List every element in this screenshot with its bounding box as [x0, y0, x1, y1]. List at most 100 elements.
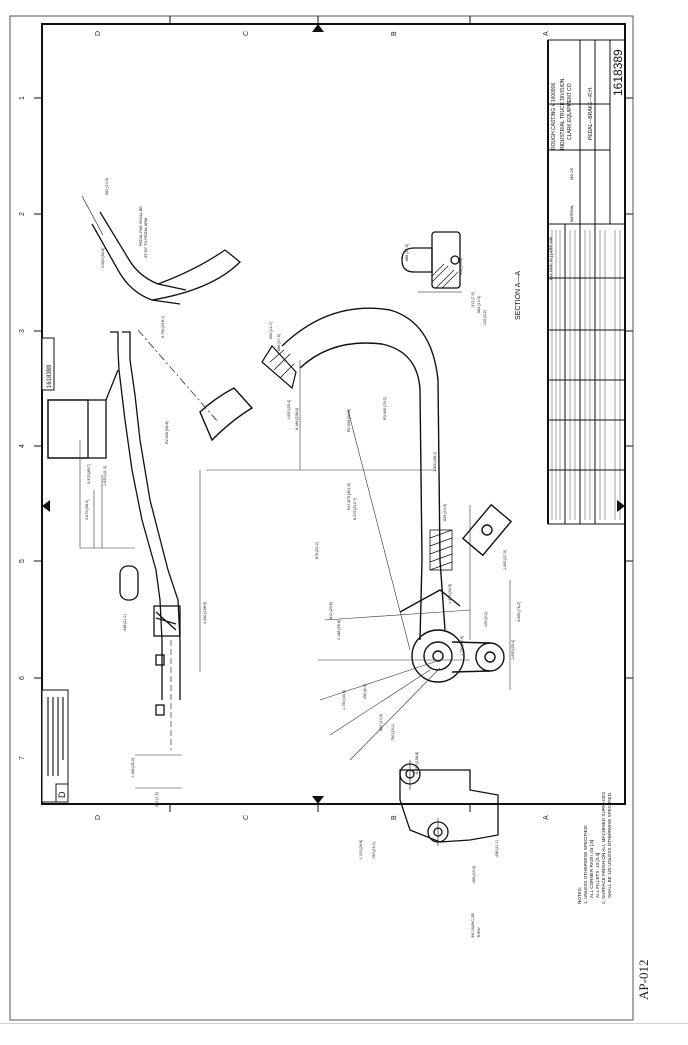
dimension-label: .625 [15.9] — [443, 504, 447, 522]
zone-letter: D — [95, 815, 102, 820]
title-block-rules — [551, 230, 621, 520]
zone-letter-box — [55, 783, 69, 803]
dimension-label: 1.000 [25.4] — [287, 400, 291, 420]
dimension-label: R2.000 [50.8] — [347, 409, 351, 432]
zone-number: 4 — [19, 444, 26, 448]
dimension-label: .875 [22.2] — [315, 542, 319, 560]
dimension-label: 6.250 [158.8] — [415, 752, 419, 774]
dimension-label: .562 [14.3] — [105, 178, 109, 196]
centering-marks — [42, 24, 625, 804]
dimension-label: .688 [17.5] — [277, 334, 281, 352]
zone-letter: B — [391, 815, 398, 820]
section-a-a — [401, 231, 462, 293]
main-view — [199, 307, 513, 683]
dimension-label: .562 [14.3] — [477, 296, 481, 314]
zone-letter-d: D — [57, 791, 67, 798]
dimension-label: R3.000 [76.2] — [383, 397, 387, 420]
side-view-dims — [79, 440, 201, 789]
side-stamp-box — [41, 337, 55, 391]
page-bottom-rule — [0, 1023, 688, 1024]
dimension-label: 1.188 [30.2] — [131, 758, 135, 778]
material-value: MD-25 — [569, 167, 574, 180]
zone-letter: C — [243, 31, 250, 36]
dimension-label: 1.000 [25.4] — [511, 640, 515, 660]
dimension-label: .562 [14.3] — [379, 714, 383, 732]
dimension-label: 2.188 [55.6] — [337, 620, 341, 640]
dimension-label: .125 [3.2] — [483, 310, 487, 326]
dimension-label: AT 90° TO PEDAL ARM — [144, 218, 148, 258]
note-line: SHALL BE 125 UNLESS OTHERWISE SPECIFIED. — [607, 792, 612, 898]
dimension-label: .750 [19.1] — [372, 842, 376, 860]
dimension-label: .125 [3.2] — [484, 612, 488, 628]
note-line: ALL CORNER RADII .03 [.8] — [589, 840, 594, 898]
dimension-label: 4.250 [108.0] — [203, 602, 207, 624]
zone-number: 6 — [19, 676, 26, 680]
outer-border — [9, 15, 634, 1021]
dimension-label: .438 [11.1] — [123, 614, 127, 632]
dimension-label: 8.188 [208.0] — [295, 408, 299, 430]
main-view-dims — [206, 360, 511, 761]
section-label: SECTION A—A — [515, 271, 522, 320]
dimension-label: 2.000 [50.8] — [101, 248, 105, 268]
zone-letter: A — [543, 815, 550, 820]
dimension-label: 3.375 [85.7] — [87, 464, 91, 484]
section-hatch — [431, 263, 459, 289]
note-line: 1. UNLESS OTHERWISE SPECIFIED: — [583, 825, 588, 904]
dimension-label: .750 [19.1] — [391, 724, 395, 742]
zone-ticks — [34, 16, 633, 812]
pad-projection-line — [137, 329, 219, 423]
dimension-label: THRU — [477, 927, 481, 938]
dimension-label: 1.750 [44.5] — [342, 690, 346, 710]
dimension-label: .500 [12.7] — [269, 322, 273, 340]
dimension-label: 8.375 [212.7] — [353, 498, 357, 520]
zone-letter: D — [95, 31, 102, 36]
rough-casting-label: ROUGH CASTING # 1600906 — [551, 83, 557, 150]
zone-number: 1 — [19, 96, 26, 100]
company-line-2: CLARK EQUIPMENT CO. — [567, 82, 573, 140]
dimension-label: 3/8-16UNC-2B — [471, 913, 475, 938]
note-line: 2. SURFACE FINISH ON ALL MACHINED SURFAC… — [601, 792, 606, 904]
dimension-label: .688 [17.5] — [405, 244, 409, 262]
dimension-label: .812 [20.6] — [329, 602, 333, 620]
pedal-pad-view — [81, 195, 241, 305]
zone-labels: 1 2 3 4 5 6 7 D C B A D C B A — [19, 31, 550, 820]
dimension-label: 9.750 [918.1] — [161, 316, 165, 338]
zone-number: 5 — [19, 559, 26, 563]
notes-heading: NOTES: — [577, 887, 582, 904]
zone-letter: B — [391, 31, 398, 36]
dimension-label: .406 [10.3] — [459, 258, 463, 276]
company-line-1: INDUSTRIAL TRUCK DIVISION — [560, 78, 566, 150]
unit-note: ALL DIM. IN [ ] ARE MM — [548, 237, 553, 280]
dimension-label: R11.875 [301.6] — [347, 483, 351, 510]
dimension-label: 1.750 [44.5] — [460, 636, 464, 656]
dimension-label: 1.375 [34.9] — [448, 584, 452, 604]
dimension-label: .312 [7.9] — [471, 292, 475, 308]
dimension-label: .406 [10.3] — [472, 866, 476, 884]
dimension-label: .312 [7.9] — [155, 792, 159, 808]
dimension-label: .250 [6.4] — [363, 684, 367, 700]
dimension-label: R2.000 [50.8] — [165, 421, 169, 444]
material-label: MATERIAL — [570, 205, 574, 222]
zone-letter: C — [243, 815, 250, 820]
dimension-label: 1.125 [28.6] — [359, 840, 363, 860]
zone-letter: A — [543, 31, 550, 36]
zone-number: 7 — [19, 756, 26, 760]
dimension-labels: .562 [14.3] 2.000 [50.8] 9.750 [918.1] PEDA… — [85, 178, 521, 938]
bottom-detail — [399, 760, 499, 846]
dimension-label: 1.625 [41.3] — [103, 466, 107, 486]
dimension-label: .438 [11.1] — [495, 840, 499, 858]
dimension-label: 3.000 [76.2] — [517, 602, 521, 622]
plate-label: AP-012 — [636, 959, 651, 1000]
dimension-label: 3.875 [98.4] — [85, 500, 89, 520]
drawing-frame — [41, 23, 626, 805]
side-stamp: 1618389 — [47, 364, 53, 388]
part-number: 1618389 — [611, 49, 625, 96]
dimension-label: PEDAL PAD SHALL BE — [139, 206, 143, 246]
warning-block — [41, 689, 69, 803]
note-line: ALL FILLETS .13 [3.3] — [595, 853, 600, 898]
hatched-section — [269, 349, 453, 571]
side-view — [47, 331, 181, 750]
dimension-label: 1.500 [38.1] — [433, 452, 437, 472]
zone-number: 2 — [19, 212, 26, 216]
